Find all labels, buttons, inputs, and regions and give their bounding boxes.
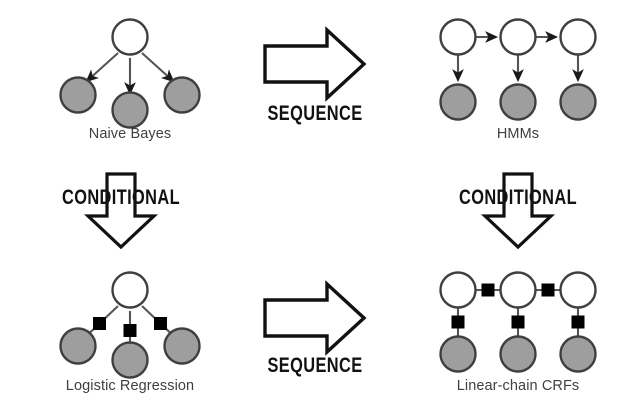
factor-g2 bbox=[511, 315, 525, 329]
factor-f23 bbox=[541, 283, 555, 297]
edge-y-x3 bbox=[141, 52, 175, 83]
sequence-arrow-right-icon bbox=[263, 26, 367, 102]
logistic-regression-graph bbox=[59, 271, 201, 379]
arrow-down-shape bbox=[480, 172, 556, 250]
transition-conditional-left bbox=[83, 172, 159, 250]
node-observed-x2 bbox=[499, 335, 537, 373]
hmms-graph bbox=[439, 18, 597, 121]
arrow-right-shape bbox=[263, 26, 367, 102]
node-observed-x3 bbox=[559, 335, 597, 373]
arrow-down-shape bbox=[83, 172, 159, 250]
linear-chain-crfs-graph bbox=[439, 271, 597, 373]
panel-logistic-regression bbox=[40, 262, 220, 379]
transition-sequence-bottom bbox=[263, 280, 367, 356]
factor-f12 bbox=[481, 283, 495, 297]
transition-sequence-top bbox=[263, 26, 367, 102]
panel-linear-chain-crfs bbox=[438, 262, 598, 378]
node-observed-x2 bbox=[499, 83, 537, 121]
panel-naive-bayes bbox=[40, 8, 220, 129]
caption-naive-bayes: Naive Bayes bbox=[88, 126, 172, 142]
factor-f1 bbox=[93, 317, 106, 330]
naive-bayes-graph bbox=[59, 18, 201, 129]
node-hidden-y3 bbox=[559, 271, 597, 309]
edge-y-x1 bbox=[85, 52, 119, 83]
conditional-arrow-down-icon-right bbox=[480, 172, 556, 250]
node-observed-x1 bbox=[59, 76, 97, 114]
node-observed-x3 bbox=[163, 327, 201, 365]
node-observed-x1 bbox=[439, 83, 477, 121]
node-observed-x1 bbox=[439, 335, 477, 373]
node-hidden-y1 bbox=[439, 271, 477, 309]
node-hidden-y1 bbox=[439, 18, 477, 56]
sequence-arrow-right-icon-bottom bbox=[263, 280, 367, 356]
panel-hmms bbox=[438, 8, 598, 128]
label-sequence-top: SEQUENCE bbox=[267, 102, 363, 125]
node-observed-x2 bbox=[111, 91, 149, 129]
caption-linear-chain-crfs: Linear-chain CRFs bbox=[456, 378, 580, 394]
factor-f3 bbox=[154, 317, 167, 330]
node-observed-x1 bbox=[59, 327, 97, 365]
factor-f2 bbox=[123, 324, 137, 337]
factor-g3 bbox=[571, 315, 585, 329]
node-hidden-y2 bbox=[499, 271, 537, 309]
caption-hmms: HMMs bbox=[496, 126, 540, 142]
node-hidden-y bbox=[111, 18, 149, 56]
transition-conditional-right bbox=[480, 172, 556, 250]
caption-logistic-regression: Logistic Regression bbox=[65, 378, 195, 394]
label-conditional-left: CONDITIONAL bbox=[61, 186, 181, 209]
label-conditional-right: CONDITIONAL bbox=[458, 186, 578, 209]
node-hidden-y2 bbox=[499, 18, 537, 56]
node-hidden-y3 bbox=[559, 18, 597, 56]
node-observed-x3 bbox=[559, 83, 597, 121]
node-observed-x2 bbox=[111, 341, 149, 379]
factor-g1 bbox=[451, 315, 465, 329]
arrow-right-shape bbox=[263, 280, 367, 356]
label-sequence-bottom: SEQUENCE bbox=[267, 354, 363, 377]
node-observed-x3 bbox=[163, 76, 201, 114]
node-hidden-y bbox=[111, 271, 149, 309]
conditional-arrow-down-icon-left bbox=[83, 172, 159, 250]
